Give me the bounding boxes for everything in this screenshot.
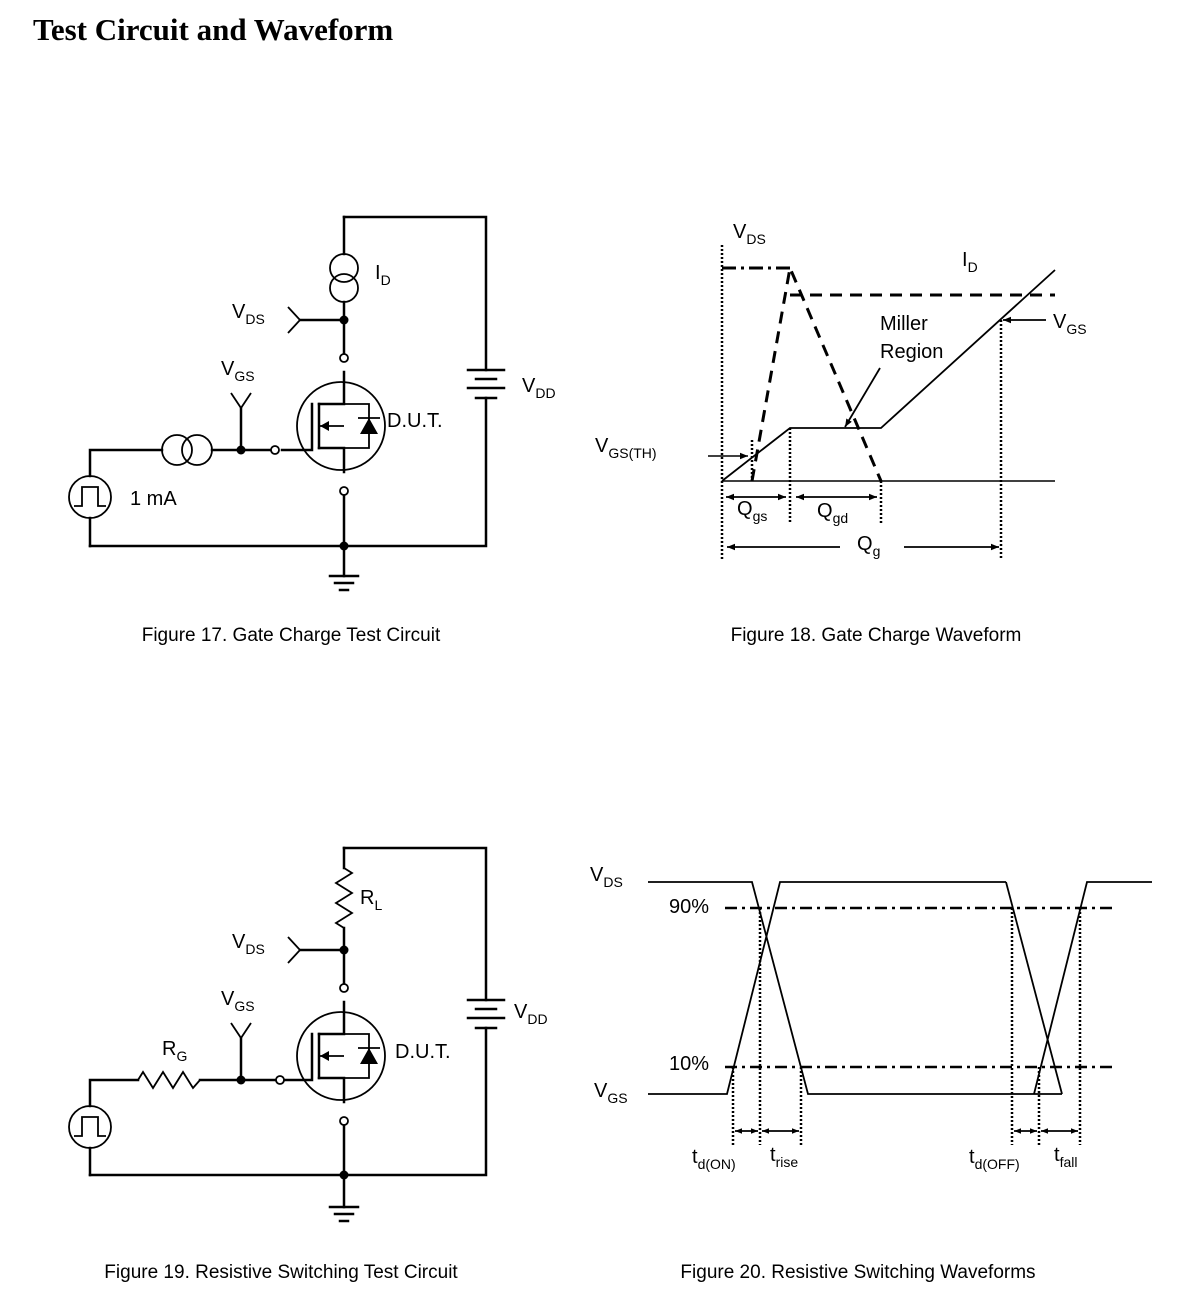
- miller-label-line2: Region: [880, 341, 943, 363]
- vdd-battery: [466, 998, 506, 1030]
- qgs-label: Qgs: [737, 498, 767, 524]
- tdon-label: td(ON): [692, 1146, 736, 1172]
- page-title: Test Circuit and Waveform: [33, 12, 394, 47]
- vgs-label: VGS: [221, 358, 255, 384]
- ground-symbol: [328, 574, 360, 592]
- vds-label: VDS: [733, 221, 766, 247]
- id-label: ID: [375, 262, 391, 288]
- tfall-label: tfall: [1054, 1144, 1077, 1170]
- p10-label: 10%: [669, 1053, 709, 1075]
- mosfet-dut: [282, 1000, 386, 1104]
- vgs-th-label: VGS(TH): [595, 435, 657, 461]
- current-source-id: [329, 253, 359, 303]
- pulse-generator: [68, 1105, 112, 1149]
- pulse-generator: [68, 475, 112, 519]
- vdd-label: VDD: [514, 1001, 548, 1027]
- dut-label: D.U.T.: [387, 410, 443, 432]
- figure-20-caption: Figure 20. Resistive Switching Waveforms: [680, 1262, 1035, 1283]
- vds-label: VDS: [590, 864, 623, 890]
- miller-label-line1: Miller: [880, 313, 928, 335]
- figure-17-gate-charge-test-circuit: ID VDS VGS VDD D.U.T. 1 mA Figure 17. Ga…: [68, 215, 556, 646]
- gate-resistor-rg: [137, 1070, 201, 1090]
- figure-17-caption: Figure 17. Gate Charge Test Circuit: [142, 625, 441, 646]
- trise-label: trise: [770, 1144, 798, 1170]
- p90-label: 90%: [669, 896, 709, 918]
- vds-label: VDS: [232, 301, 265, 327]
- qgd-label: Qgd: [817, 500, 848, 526]
- rl-label: RL: [360, 887, 382, 913]
- figure-20-resistive-switching-waveforms: VDS 90% 10% VGS td(ON) trise td(OFF) tfa…: [590, 864, 1152, 1283]
- vdd-battery: [466, 368, 506, 400]
- vds-label: VDS: [232, 931, 265, 957]
- vgs-label: VGS: [221, 988, 255, 1014]
- ground-symbol: [328, 1205, 360, 1223]
- vgs-label: VGS: [1053, 311, 1087, 337]
- rg-label: RG: [162, 1038, 187, 1064]
- mosfet-dut: [280, 370, 386, 474]
- vgs-label: VGS: [594, 1080, 628, 1106]
- figure-19-resistive-switching-test-circuit: RL VDS VGS VDD RG D.U.T. Figure 19. Resi…: [68, 846, 548, 1283]
- id-label: ID: [962, 249, 978, 275]
- current-label: 1 mA: [130, 488, 177, 510]
- qg-label: Qg: [857, 533, 880, 559]
- vdd-label: VDD: [522, 375, 556, 401]
- figure-19-caption: Figure 19. Resistive Switching Test Circ…: [104, 1262, 458, 1283]
- current-source-gate: [161, 434, 213, 466]
- tdoff-label: td(OFF): [969, 1146, 1020, 1172]
- figure-18-gate-charge-waveform: VDS ID Miller Region VGS VGS(TH) Qgs Qgd…: [595, 221, 1087, 646]
- load-resistor-rl: [334, 867, 354, 929]
- figure-18-caption: Figure 18. Gate Charge Waveform: [731, 625, 1022, 646]
- dut-label: D.U.T.: [395, 1041, 451, 1063]
